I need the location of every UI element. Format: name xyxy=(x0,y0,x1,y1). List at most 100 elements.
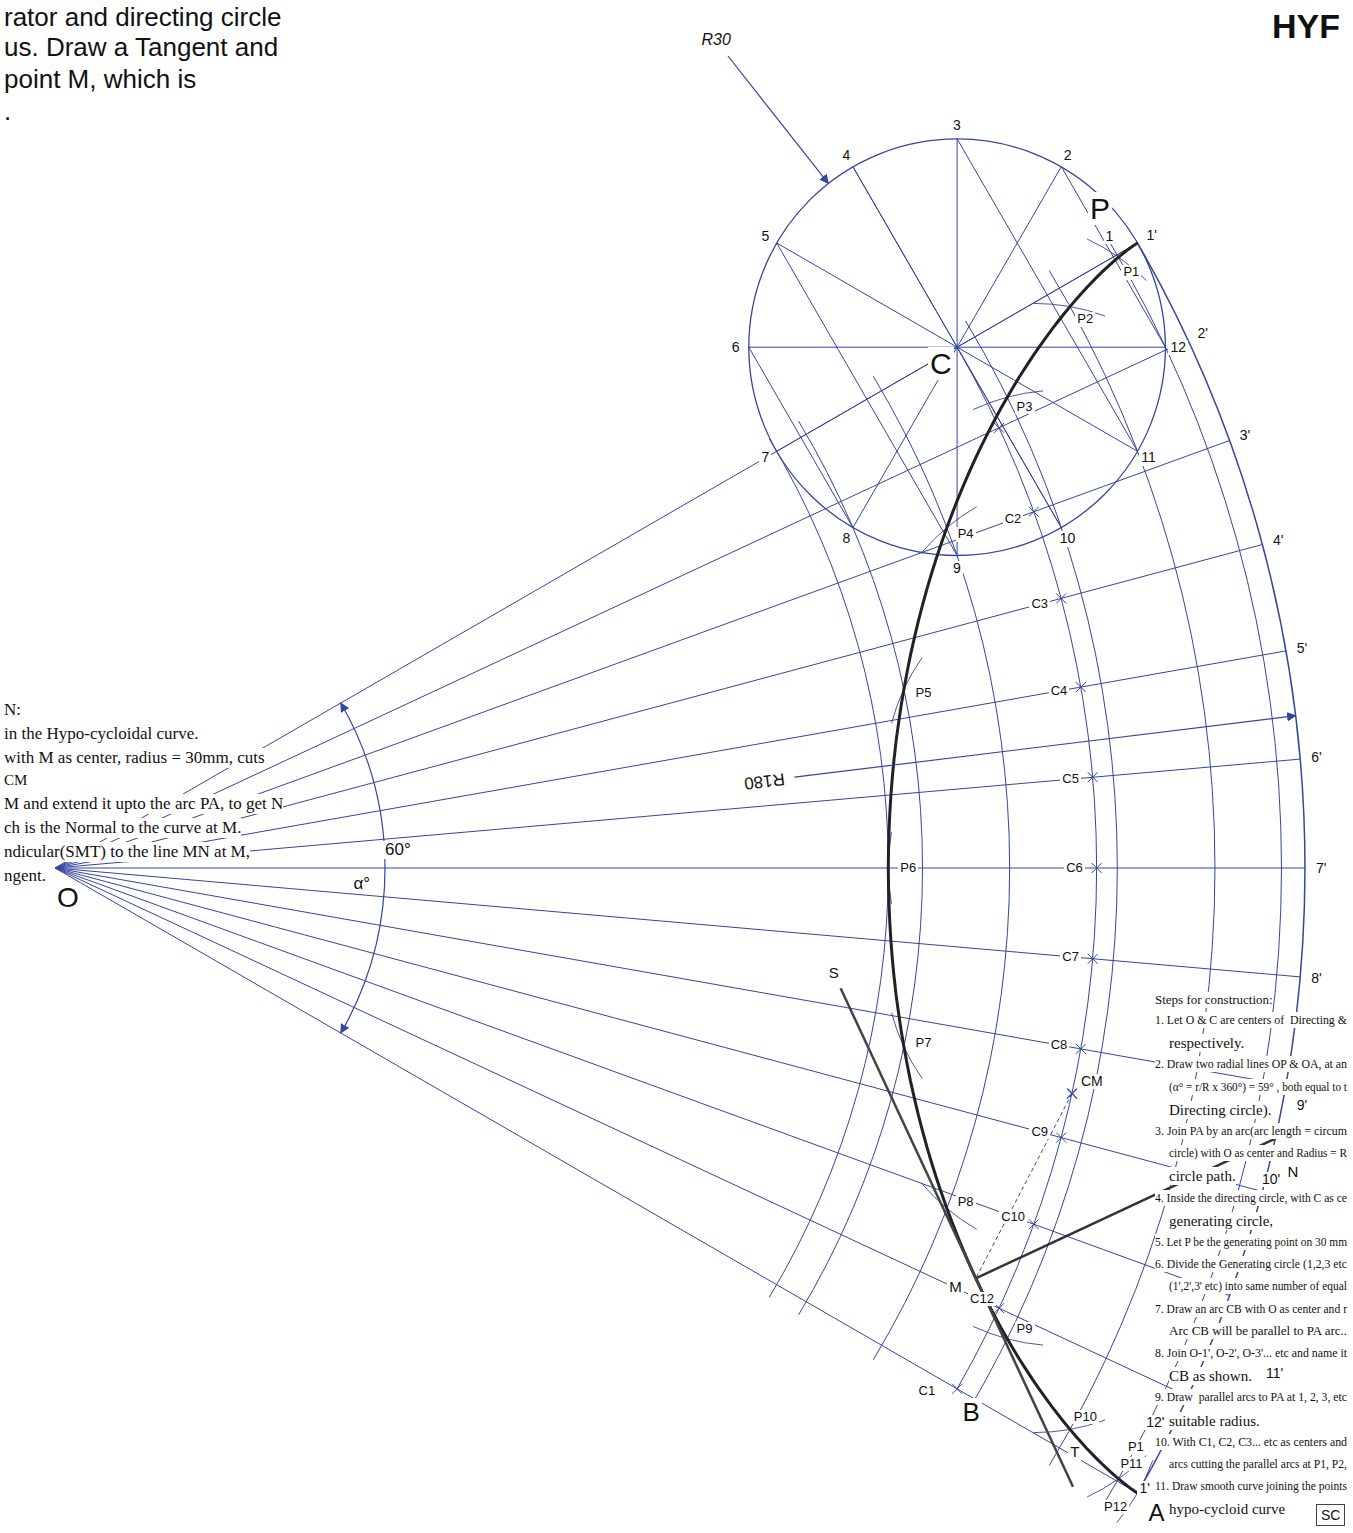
tangent-line xyxy=(841,988,1073,1486)
solution-text: in the Hypo-cycloidal curve. xyxy=(4,724,199,744)
solution-text: ndicular(SMT) to the line MN at M, xyxy=(4,842,250,862)
generating-circle xyxy=(749,139,1166,556)
step-text: circle path. xyxy=(1169,1167,1236,1185)
division-number: 3 xyxy=(951,118,963,133)
division-number: 7 xyxy=(759,450,771,465)
point-label: M xyxy=(947,1279,964,1296)
title-block-box: SC xyxy=(1316,1504,1345,1526)
division-number: 2' xyxy=(1195,326,1209,341)
centre-mark xyxy=(1056,1133,1066,1143)
construction-line xyxy=(976,1094,1072,1279)
division-number: 6 xyxy=(730,340,742,355)
problem-text: . xyxy=(4,96,11,127)
division-number: 1 xyxy=(1104,229,1116,244)
point-label: T xyxy=(1068,1444,1081,1461)
point-label: B xyxy=(961,1398,982,1427)
curve-point-label: P3 xyxy=(1015,400,1035,414)
division-number: 5 xyxy=(759,229,771,244)
curve-point-label: P10 xyxy=(1072,1410,1099,1424)
centre-label: C8 xyxy=(1049,1038,1070,1052)
division-number: 9 xyxy=(951,561,963,576)
centre-mark xyxy=(1029,507,1039,517)
centre-mark xyxy=(1029,507,1039,517)
box-text: SC xyxy=(1321,1507,1340,1523)
curve-point-label: P4 xyxy=(956,527,976,541)
centre-label: C9 xyxy=(1029,1125,1050,1139)
radius-leader xyxy=(728,56,828,183)
centre-mark xyxy=(1029,1219,1039,1229)
centre-label: C3 xyxy=(1029,597,1050,611)
step-text: hypo-cycloid curve xyxy=(1169,1500,1285,1518)
centre-mark xyxy=(1056,593,1066,603)
hypocycloid-curve xyxy=(888,243,1137,1493)
centre-label: C6 xyxy=(1064,861,1085,875)
point-label: P xyxy=(1088,192,1112,225)
centre-label: C12 xyxy=(968,1292,996,1306)
point-label: S xyxy=(827,965,841,982)
step-text: 5. Let P be the generating point on 30 m… xyxy=(1155,1234,1347,1250)
centre-mark xyxy=(1088,954,1098,964)
curve-point-label: P1 xyxy=(1121,265,1141,279)
division-number: 2 xyxy=(1062,148,1074,163)
centre-label: C10 xyxy=(999,1210,1027,1224)
centre-label: C2 xyxy=(1003,512,1024,526)
point-label: A xyxy=(1147,1500,1167,1526)
curve-point-label: P2 xyxy=(1075,312,1095,326)
centre-mark xyxy=(952,1384,962,1394)
step-text: 2. Draw two radial lines OP & OA, at an xyxy=(1155,1056,1347,1072)
division-number: 5' xyxy=(1295,641,1309,656)
step-text: circle) with O as center and Radius = R xyxy=(1169,1145,1347,1161)
step-text: 4. Inside the directing circle, with C a… xyxy=(1155,1190,1347,1206)
point-label: C xyxy=(928,347,954,380)
division-number: 7' xyxy=(1314,861,1328,876)
curve-point-label: P7 xyxy=(914,1036,934,1050)
centre-mark xyxy=(1092,863,1102,873)
solution-text: ch is the Normal to the curve at M. xyxy=(4,818,241,838)
division-number: 8 xyxy=(840,531,852,546)
division-number: 6' xyxy=(1309,750,1323,765)
solution-text: N: xyxy=(4,700,21,720)
centre-mark xyxy=(1076,682,1086,692)
division-number: 4 xyxy=(840,148,852,163)
steps-heading: Steps for construction: xyxy=(1155,992,1273,1008)
step-text: 11. Draw smooth curve joining the points xyxy=(1155,1478,1347,1494)
curve-point-label: P1 xyxy=(1126,1440,1146,1454)
division-number: 9' xyxy=(1295,1098,1309,1113)
centre-mark xyxy=(1092,863,1102,873)
circle-chord xyxy=(749,347,853,527)
centre-label: C5 xyxy=(1060,772,1081,786)
radial-line xyxy=(55,868,1188,1396)
point-label: N xyxy=(1285,1164,1300,1181)
problem-text: us. Draw a Tangent and xyxy=(4,32,278,63)
step-text: CB as shown. xyxy=(1169,1367,1252,1385)
centre-label: C4 xyxy=(1049,684,1070,698)
step-text: (α° = r/R x 360°) = 59° , both equal to … xyxy=(1169,1079,1347,1095)
radial-line xyxy=(55,868,1305,869)
division-number: 1' xyxy=(1144,228,1158,243)
step-text: 8. Join O-1', O-2', O-3'... etc and name… xyxy=(1155,1345,1347,1361)
centre-mark xyxy=(1076,1044,1086,1054)
centre-mark xyxy=(1088,772,1098,782)
cutting-arc xyxy=(921,507,977,554)
problem-text: rator and directing circle xyxy=(4,2,281,33)
solution-text: ngent. xyxy=(4,866,46,886)
step-text: respectively. xyxy=(1169,1034,1244,1052)
centre-mark xyxy=(994,423,1004,433)
dimension-text: α° xyxy=(352,875,373,894)
solution-text: M and extend it upto the arc PA, to get … xyxy=(4,794,283,814)
circle-chord xyxy=(1061,167,1165,348)
dimension-text: 60° xyxy=(383,841,413,860)
centre-mark xyxy=(1056,1133,1066,1143)
radial-line xyxy=(55,868,1286,1085)
division-number: 10' xyxy=(1260,1172,1282,1187)
centre-mark xyxy=(1088,772,1098,782)
curve-point-label: P8 xyxy=(956,1195,976,1209)
radial-line xyxy=(55,340,1188,868)
step-text: generating circle, xyxy=(1169,1212,1273,1230)
dimension-text: R30 xyxy=(700,31,733,49)
division-number: 10 xyxy=(1058,531,1078,546)
curve-point-label: P12 xyxy=(1102,1500,1129,1514)
centre-label: C1 xyxy=(917,1384,938,1398)
centre-mark xyxy=(1076,1044,1086,1054)
